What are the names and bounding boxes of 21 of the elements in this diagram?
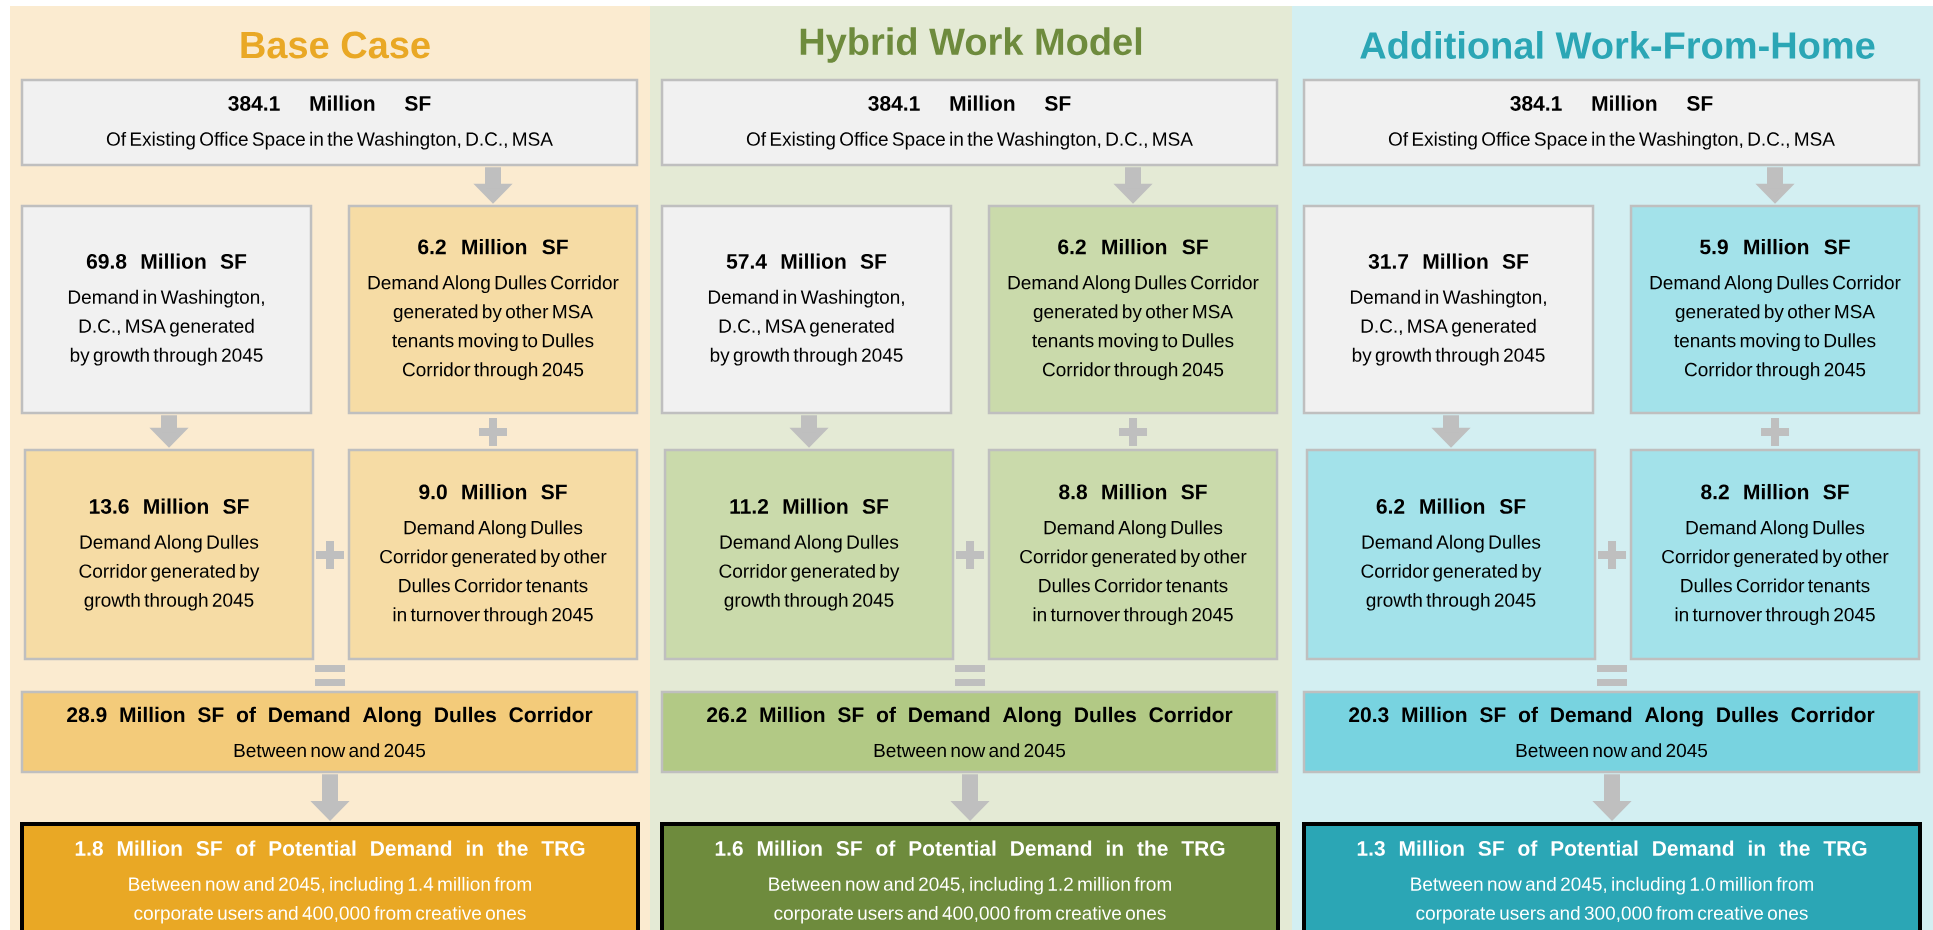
demand-box: 5.9 Million SF Demand Along Dulles Corridor generated by other MSA tenants moving to Dulles Corridor through 2045 [1629,204,1921,415]
demand-box: 31.7 Million SF Demand in Washington, D.C., MSA generated by growth through 2045 [1302,204,1595,415]
demand-box: 6.2 Million SF Demand Along Dulles Corridor generated by growth through 2045 [1305,448,1597,661]
demand-box: 6.2 Million SF Demand Along Dulles Corridor generated by other MSA tenants moving to Dulles Corridor through 2045 [987,204,1279,415]
demand-box: 57.4 Million SF Demand in Washington, D.C., MSA generated by growth through 2045 [660,204,953,415]
total-box: 384.1 Million SF Of Existing Office Space in the Washington, D.C., MSA [660,78,1279,167]
demand-box: 13.6 Million SF Demand Along Dulles Corridor generated by growth through 2045 [23,448,315,661]
demand-box: 8.8 Million SF Demand Along Dulles Corridor generated by other Dulles Corridor tenants in turnover through 2045 [987,448,1279,661]
total-box: 384.1 Million SF Of Existing Office Space in the Washington, D.C., MSA [20,78,639,167]
demand-box: 6.2 Million SF Demand Along Dulles Corridor generated by other MSA tenants moving to Dulles Corridor through 2045 [347,204,639,415]
demand-box: 69.8 Million SF Demand in Washington, D.C., MSA generated by growth through 2045 [20,204,313,415]
demand-box: 11.2 Million SF Demand Along Dulles Corridor generated by growth through 2045 [663,448,955,661]
sum-box: 28.9 Million SF of Demand Along Dulles Corridor Between now and 2045 [20,690,639,774]
demand-box: 9.0 Million SF Demand Along Dulles Corridor generated by other Dulles Corridor tenants in turnover through 2045 [347,448,639,661]
demand-box: 8.2 Million SF Demand Along Dulles Corridor generated by other Dulles Corridor tenants in turnover through 2045 [1629,448,1921,661]
result-box: 1.8 Million SF of Potential Demand in the TRG Between now and 2045, including 1.4 million from corporate users and 400,000 from creative ones [20,822,640,930]
result-box: 1.3 Million SF of Potential Demand in the TRG Between now and 2045, including 1.0 million from corporate users and 300,000 from creative ones [1302,822,1922,930]
total-box: 384.1 Million SF Of Existing Office Space in the Washington, D.C., MSA [1302,78,1921,167]
result-box: 1.6 Million SF of Potential Demand in the TRG Between now and 2045, including 1.2 million from corporate users and 400,000 from creative ones [660,822,1280,930]
sum-box: 26.2 Million SF of Demand Along Dulles Corridor Between now and 2045 [660,690,1279,774]
sum-box: 20.3 Million SF of Demand Along Dulles Corridor Between now and 2045 [1302,690,1921,774]
